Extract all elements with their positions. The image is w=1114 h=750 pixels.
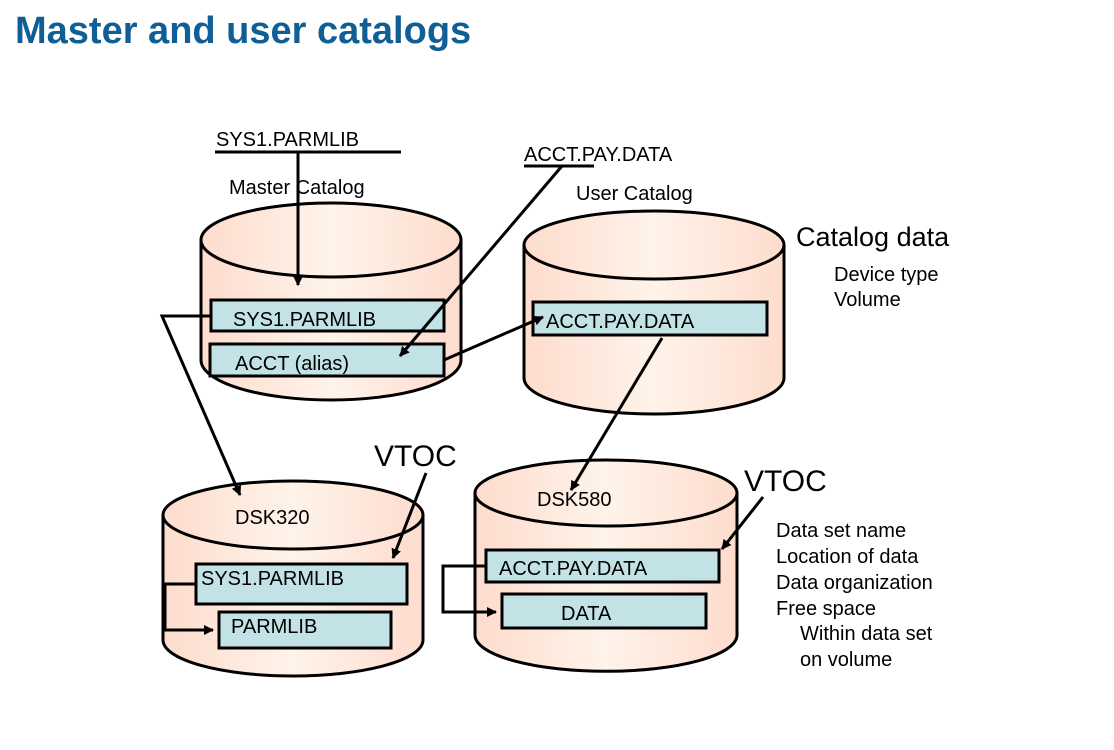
arrow-vtoc-right (720, 496, 765, 550)
dsk320-entry-sys1-parmlib: SYS1.PARMLIB (201, 568, 344, 590)
arrow-master-to-dsk320 (159, 314, 242, 496)
arrow-acct-request-to-alias (398, 165, 564, 357)
dsk320-entry-sys1-parmlib-box (194, 562, 409, 606)
vtoc-item: Data organization (776, 572, 933, 594)
dsk320-volume-label: DSK320 (235, 507, 310, 529)
user-entry-acct-pay-data: ACCT.PAY.DATA (546, 311, 695, 333)
arrow-alias-to-user-catalog (443, 315, 544, 362)
vtoc-item: Data set name (776, 520, 906, 542)
vtoc-item: Within data set (800, 623, 933, 645)
dsk320-entry-parmlib-box (217, 610, 393, 650)
sys1-parmlib-request-label: SYS1.PARMLIB (216, 129, 359, 151)
dsk580-entry-data: DATA (561, 603, 612, 625)
dsk580-entry-data-box (500, 592, 708, 630)
master-entry-sys1-parmlib: SYS1.PARMLIB (233, 309, 376, 331)
dsk320-entry-parmlib: PARMLIB (231, 616, 317, 638)
arrow-vtoc-left (391, 472, 428, 559)
arrow-dsk320-internal (163, 582, 214, 635)
master-entry-acct-alias: ACCT (alias) (235, 353, 349, 375)
catalog-data-heading: Catalog data (796, 222, 950, 252)
user-catalog-label: User Catalog (576, 183, 693, 205)
master-entry-sys1-parmlib-box (209, 298, 446, 333)
acct-pay-data-request-label: ACCT.PAY.DATA (524, 144, 673, 166)
vtoc-item: Location of data (776, 546, 919, 568)
catalog-data-item: Volume (834, 289, 901, 311)
vtoc-label-right: VTOC (744, 465, 827, 498)
catalog-data-item: Device type (834, 264, 939, 286)
dsk580-entry-acct-pay-data: ACCT.PAY.DATA (499, 558, 648, 580)
vtoc-item: Free space (776, 598, 876, 620)
vtoc-label-left: VTOC (374, 440, 457, 473)
page-title: Master and user catalogs (15, 10, 472, 52)
arrow-dsk580-internal (441, 564, 497, 617)
vtoc-item: on volume (800, 649, 892, 671)
dsk580-volume-label: DSK580 (537, 489, 612, 511)
arrow-user-catalog-to-dsk580 (569, 337, 664, 491)
